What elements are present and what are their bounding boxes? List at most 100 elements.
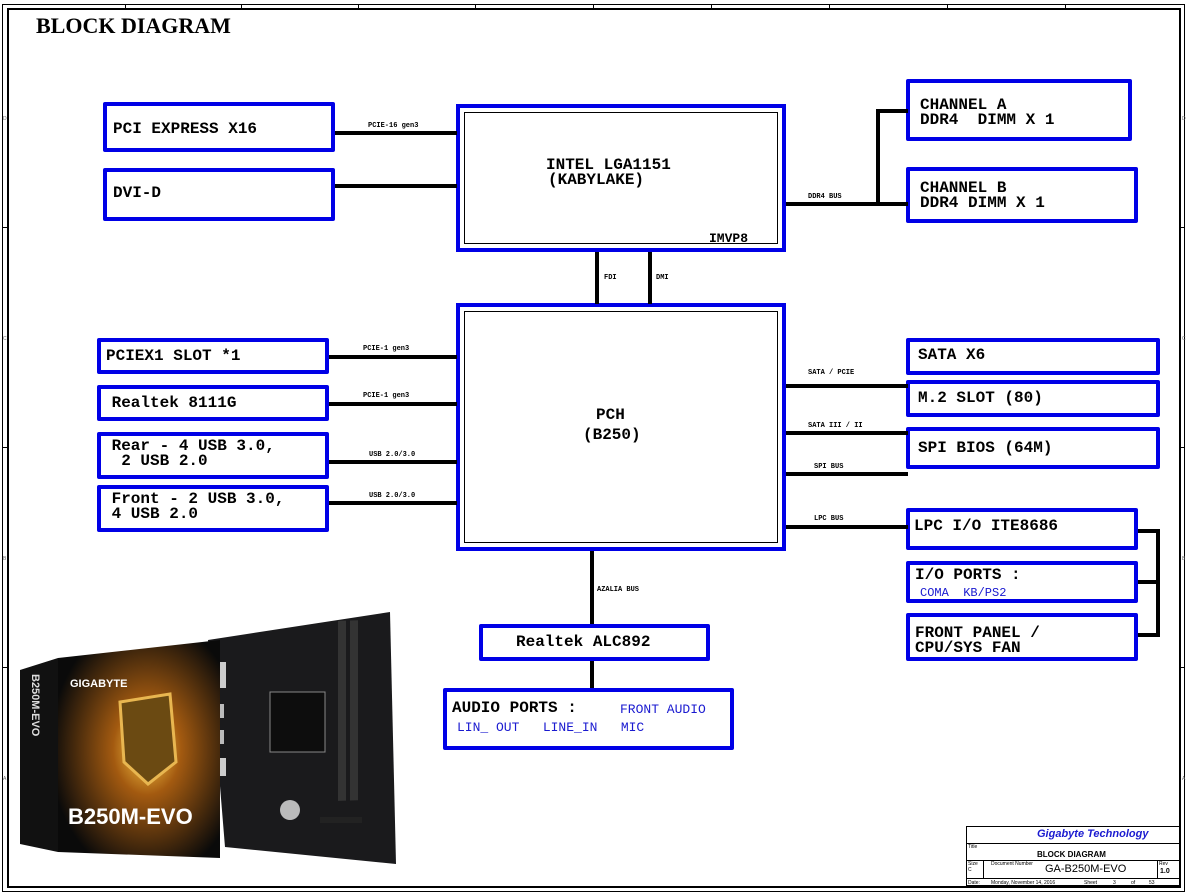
size-value: C xyxy=(968,867,972,873)
pch-subtitle: (B250) xyxy=(583,426,641,444)
wire-codec-ports xyxy=(590,661,594,691)
sheet-number: 3 xyxy=(1113,880,1116,886)
bus-label-lan: PCIE-1 gen3 xyxy=(363,392,410,400)
front-usb-block[interactable]: Front - 2 USB 3.0, 4 USB 2.0 xyxy=(97,485,329,532)
docnum-label: Document Number xyxy=(991,861,1033,867)
frame-tick xyxy=(593,4,594,9)
link-label-fdi: FDI xyxy=(604,274,617,282)
audio-ports-block[interactable]: AUDIO PORTS : FRONT AUDIO LIN_ OUT LINE_… xyxy=(443,688,734,750)
front-usb-label: Front - 2 USB 3.0, 4 USB 2.0 xyxy=(111,490,285,523)
zone-label: D xyxy=(1182,116,1186,122)
bus-label-sata-pcie: SATA / PCIE xyxy=(808,369,855,377)
frame-tick xyxy=(829,4,830,9)
cpu-vr-label: IMVP8 xyxy=(709,231,749,246)
pch-block[interactable]: PCH (B250) xyxy=(456,303,786,551)
sata-block[interactable]: SATA X6 xyxy=(906,338,1160,375)
title-block: Gigabyte Technology Title BLOCK DIAGRAM … xyxy=(966,826,1180,886)
pcie-x16-block[interactable]: PCI EXPRESS X16 xyxy=(103,102,335,152)
realtek-lan-block[interactable]: Realtek 8111G xyxy=(97,385,329,421)
title-block-divider xyxy=(967,843,1179,844)
company-name: Gigabyte Technology xyxy=(1037,828,1149,840)
title-block-divider xyxy=(983,860,984,878)
motherboard-image xyxy=(208,612,396,864)
sheet-frame-inner xyxy=(7,8,1181,888)
pciex1-block[interactable]: PCIEX1 SLOT *1 xyxy=(97,338,329,374)
frame-tick xyxy=(2,667,7,668)
frame-tick xyxy=(1180,667,1185,668)
m2-slot-block[interactable]: M.2 SLOT (80) xyxy=(906,380,1160,417)
frame-tick xyxy=(711,4,712,9)
pch-title: PCH xyxy=(596,406,625,424)
audio-codec-block[interactable]: Realtek ALC892 xyxy=(479,624,710,661)
frame-tick xyxy=(125,4,126,9)
bus-label-rear-usb: USB 2.0/3.0 xyxy=(369,451,416,459)
sata-label: SATA X6 xyxy=(918,346,986,364)
cpu-block[interactable]: INTEL LGA1151 (KABYLAKE) IMVP8 xyxy=(456,104,786,252)
audio-ports-front: FRONT AUDIO xyxy=(620,702,706,717)
dvi-d-label: DVI-D xyxy=(113,184,162,202)
date-label: Date: xyxy=(968,880,980,886)
lpc-io-block[interactable]: LPC I/O ITE8686 xyxy=(906,508,1138,550)
wire-channel-a xyxy=(876,109,908,113)
front-panel-block[interactable]: FRONT PANEL / CPU/SYS FAN xyxy=(906,613,1138,661)
product-photo: GIGABYTE B250M-EVO B250M-EVO xyxy=(20,612,396,864)
wire-pciex1 xyxy=(329,355,457,359)
realtek-lan-label: Realtek 8111G xyxy=(102,394,237,412)
rear-usb-block[interactable]: Rear - 4 USB 3.0, 2 USB 2.0 xyxy=(97,432,329,479)
link-label-dmi: DMI xyxy=(656,274,669,282)
channel-a-block[interactable]: CHANNEL A DDR4 DIMM X 1 xyxy=(906,79,1132,141)
channel-a-label: CHANNEL A DDR4 DIMM X 1 xyxy=(920,96,1055,129)
frame-tick xyxy=(2,447,7,448)
cpu-title: INTEL LGA1151 xyxy=(546,156,671,174)
wire-front-panel xyxy=(1138,633,1160,637)
io-ports-items: COMA KB/PS2 xyxy=(920,586,1007,600)
pciex1-label: PCIEX1 SLOT *1 xyxy=(106,347,241,365)
bus-label-ddr4: DDR4 BUS xyxy=(808,193,842,201)
wire-front-usb xyxy=(329,501,457,505)
audio-codec-label: Realtek ALC892 xyxy=(516,633,651,651)
sheet-label: Sheet xyxy=(1084,880,1098,886)
m2-slot-label: M.2 SLOT (80) xyxy=(918,389,1043,407)
io-ports-block[interactable]: I/O PORTS : COMA KB/PS2 xyxy=(906,561,1138,603)
rev-label: Rev xyxy=(1159,861,1168,867)
wire-azalia xyxy=(590,551,594,627)
bus-label-sata: SATA III / II xyxy=(808,422,863,430)
spi-bios-block[interactable]: SPI BIOS (64M) xyxy=(906,427,1160,469)
wire-dmi xyxy=(648,252,652,304)
rev-value: 1.0 xyxy=(1160,868,1170,875)
pch-block-inner-border xyxy=(464,311,778,543)
box-brand: GIGABYTE xyxy=(70,678,127,690)
channel-b-block[interactable]: CHANNEL B DDR4 DIMM X 1 xyxy=(906,167,1138,223)
document-number: GA-B250M-EVO xyxy=(1045,863,1127,875)
spi-bios-label: SPI BIOS (64M) xyxy=(918,439,1053,457)
wire-lpc-io-out xyxy=(1138,529,1160,533)
frame-tick xyxy=(2,227,7,228)
channel-b-label: CHANNEL B DDR4 DIMM X 1 xyxy=(920,179,1045,212)
zone-label: C xyxy=(3,336,7,342)
title-block-divider xyxy=(1157,860,1158,878)
audio-ports-rear: LIN_ OUT LINE_IN MIC xyxy=(457,720,645,735)
box-side-model: B250M-EVO xyxy=(29,674,41,737)
frame-tick xyxy=(358,4,359,9)
dvi-d-block[interactable]: DVI-D xyxy=(103,168,335,221)
frame-tick xyxy=(1180,227,1185,228)
pcie-x16-label: PCI EXPRESS X16 xyxy=(113,120,258,138)
wire-spi xyxy=(786,472,908,476)
lpc-io-label: LPC I/O ITE8686 xyxy=(914,517,1059,535)
frame-tick xyxy=(947,4,948,9)
zone-label: B xyxy=(1182,556,1186,562)
bus-label-lpc: LPC BUS xyxy=(814,515,844,523)
retail-box-image: GIGABYTE B250M-EVO B250M-EVO xyxy=(20,640,220,858)
size-label: Size xyxy=(968,861,978,867)
zone-label: A xyxy=(1182,776,1186,782)
zone-label: B xyxy=(3,556,7,562)
wire-rear-usb xyxy=(329,460,457,464)
sheet-total: 53 xyxy=(1149,880,1155,886)
wire-lpc xyxy=(786,525,908,529)
box-model: B250M-EVO xyxy=(68,804,193,829)
bus-label-azalia: AZALIA BUS xyxy=(597,586,640,594)
io-ports-title: I/O PORTS : xyxy=(915,566,1021,584)
zone-label: C xyxy=(1182,336,1186,342)
bus-label-spi: SPI BUS xyxy=(814,463,844,471)
of-label: of xyxy=(1131,880,1136,886)
